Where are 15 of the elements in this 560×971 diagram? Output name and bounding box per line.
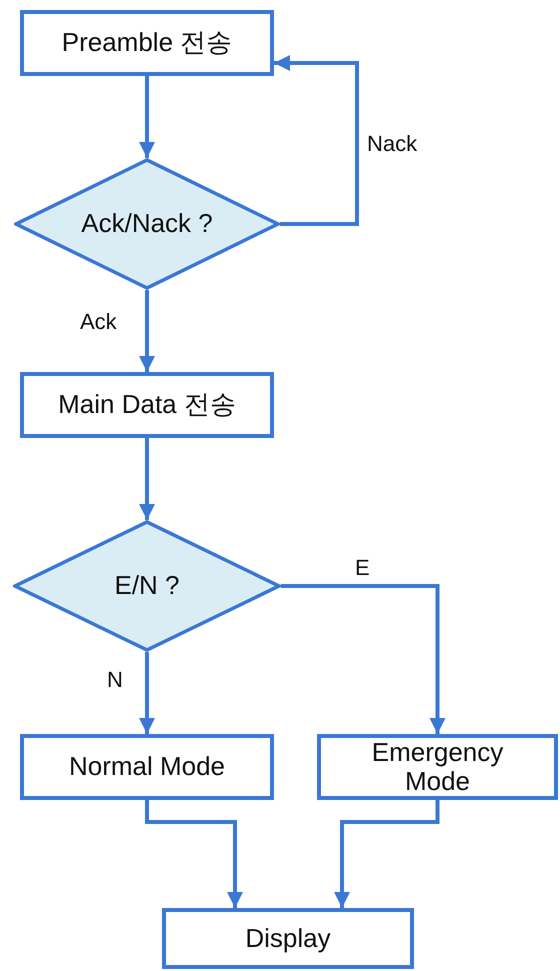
arrow	[281, 584, 446, 734]
arrow	[145, 800, 243, 908]
process-box: Preamble 전송	[20, 10, 274, 76]
decision-diamond: E/N ?	[13, 520, 281, 652]
arrow	[139, 438, 155, 520]
process-box: Display	[162, 908, 414, 969]
arrow	[139, 76, 155, 158]
decision-diamond: Ack/Nack ?	[14, 158, 280, 290]
arrow	[139, 652, 155, 734]
arrow	[139, 290, 155, 372]
process-box: Normal Mode	[20, 734, 274, 800]
process-box: Main Data 전송	[20, 372, 274, 438]
arrow	[334, 800, 440, 908]
process-box: Emergency Mode	[317, 734, 558, 800]
arrow	[274, 55, 359, 226]
